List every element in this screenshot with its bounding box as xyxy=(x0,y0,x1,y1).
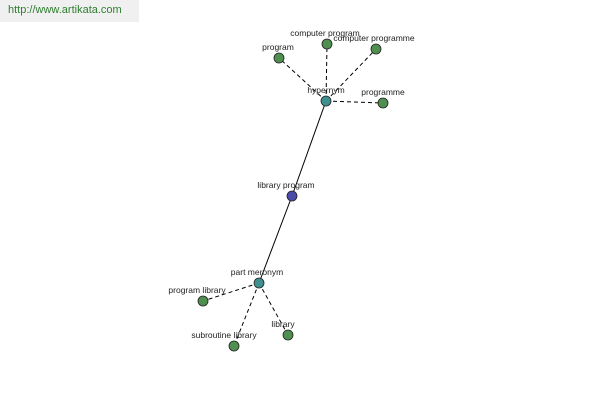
term-node-label: computer programme xyxy=(333,33,415,43)
edge-hypernym-computer-programme xyxy=(325,48,377,102)
edge-hypernym-computer-program xyxy=(325,43,328,102)
term-node-label: library xyxy=(271,319,295,329)
node-term-computer-programme[interactable]: computer programme xyxy=(333,33,415,55)
term-node-dot[interactable] xyxy=(321,38,333,50)
source-url-watermark: http://www.artikata.com xyxy=(0,0,139,22)
term-node-label: program library xyxy=(168,285,226,295)
term-node-dot[interactable] xyxy=(273,52,285,64)
edge-center-part-meronym xyxy=(258,195,293,284)
term-node-label: program xyxy=(262,42,294,52)
edge-hypernym-programme xyxy=(325,100,384,104)
edge-meronym-program-library xyxy=(202,282,260,302)
center-node-dot[interactable] xyxy=(286,190,298,202)
node-relation-hypernym[interactable]: hypernym xyxy=(307,85,345,107)
center-node-label: library program xyxy=(257,180,314,190)
term-node-dot[interactable] xyxy=(228,340,240,352)
edge-hypernym-program xyxy=(278,57,327,102)
relation-node-dot[interactable] xyxy=(253,277,265,289)
term-node-dot[interactable] xyxy=(197,295,209,307)
node-center[interactable]: library program xyxy=(257,180,315,202)
node-relation-part-meronym[interactable]: part meronym xyxy=(231,267,283,289)
term-node-dot[interactable] xyxy=(377,97,389,109)
edge-meronym-library xyxy=(258,282,289,336)
term-node-label: programme xyxy=(361,87,405,97)
relation-node-dot[interactable] xyxy=(320,95,332,107)
node-term-library[interactable]: library xyxy=(271,319,295,341)
relation-node-label: part meronym xyxy=(231,267,283,277)
node-term-program-library[interactable]: program library xyxy=(168,285,226,307)
term-node-dot[interactable] xyxy=(370,43,382,55)
edge-meronym-subroutine-library xyxy=(233,282,260,347)
term-node-label: computer program xyxy=(290,28,359,38)
node-term-subroutine-library[interactable]: subroutine library xyxy=(191,330,257,352)
node-term-computer-program[interactable]: computer program xyxy=(290,28,360,50)
node-term-program[interactable]: program xyxy=(262,42,294,64)
edge-center-hypernym xyxy=(291,100,327,197)
term-node-dot[interactable] xyxy=(282,329,294,341)
node-term-programme[interactable]: programme xyxy=(361,87,405,109)
relation-node-label: hypernym xyxy=(307,85,344,95)
term-node-label: subroutine library xyxy=(191,330,257,340)
